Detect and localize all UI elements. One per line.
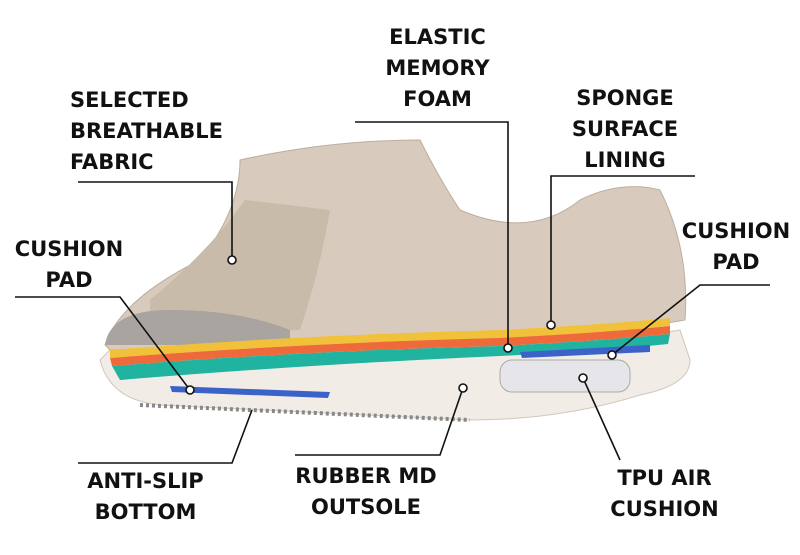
label-line: PAD (45, 268, 93, 292)
label-line: ELASTIC (389, 25, 486, 49)
label-tpu-air-cushion: TPU AIR CUSHION (602, 463, 727, 525)
label-line: OUTSOLE (311, 495, 421, 519)
label-outsole: RUBBER MD OUTSOLE (290, 461, 442, 523)
label-line: BREATHABLE (70, 119, 224, 143)
leader-lines (15, 121, 770, 464)
label-memory-foam: ELASTIC MEMORY FOAM (370, 22, 505, 115)
label-line: FABRIC (70, 150, 154, 174)
tread (139, 403, 471, 422)
label-line: PAD (712, 250, 760, 274)
label-sponge-lining: SPONGE SURFACE LINING (560, 83, 690, 176)
layer-blue-left (170, 386, 330, 398)
label-line: SPONGE (576, 86, 674, 110)
label-cushion-pad-left: CUSHION PAD (8, 234, 130, 296)
label-line: LINING (584, 148, 666, 172)
label-line: SELECTED (70, 88, 189, 112)
label-breathable-fabric: SELECTED BREATHABLE FABRIC (70, 85, 223, 178)
layer-teal (112, 334, 670, 380)
label-line: CUSHION (610, 497, 719, 521)
label-line: RUBBER MD (295, 464, 437, 488)
label-line: SURFACE (571, 117, 679, 141)
layer-yellow (110, 318, 670, 358)
label-line: CUSHION (681, 219, 791, 243)
toe-cap (105, 310, 290, 345)
label-line: TPU AIR (617, 466, 712, 490)
label-anti-slip: ANTI-SLIP BOTTOM (78, 466, 213, 528)
label-line: FOAM (403, 87, 472, 111)
leader-dots (185, 255, 617, 395)
label-line: ANTI-SLIP (87, 469, 204, 493)
label-line: MEMORY (385, 56, 490, 80)
layer-orange (110, 326, 670, 366)
label-line: CUSHION (14, 237, 124, 261)
label-cushion-pad-right: CUSHION PAD (676, 216, 796, 278)
label-line: BOTTOM (94, 500, 197, 524)
mesh-panel (150, 200, 330, 335)
tpu-air-cushion (499, 359, 631, 393)
layer-blue-right (520, 345, 650, 358)
